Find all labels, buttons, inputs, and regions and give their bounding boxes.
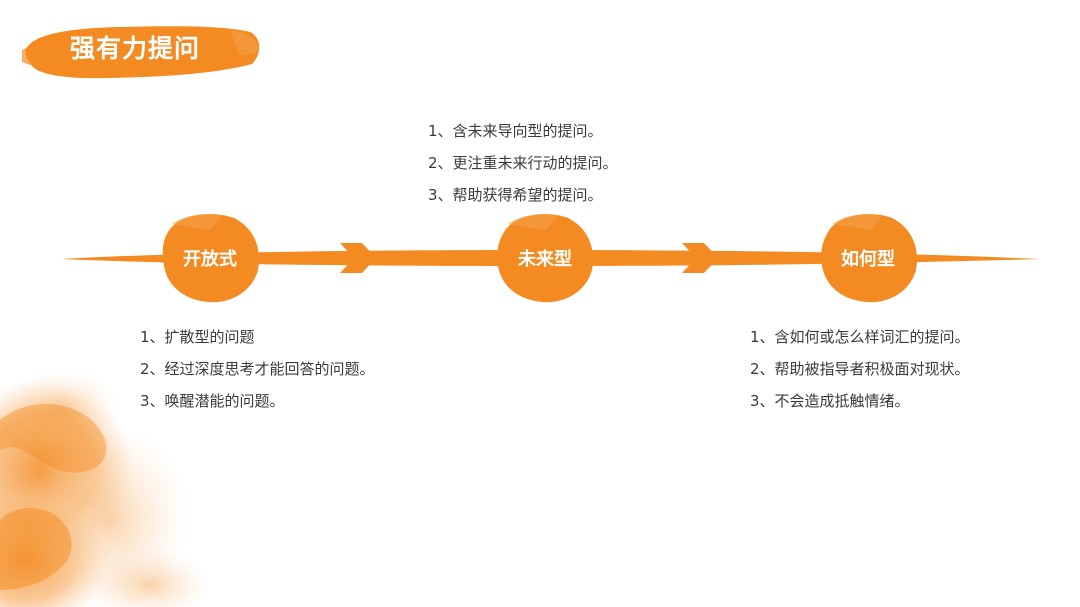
list-item: 2、更注重未来行动的提问。 <box>428 147 618 179</box>
list-item: 2、帮助被指导者积极面对现状。 <box>750 353 970 385</box>
list-item: 1、扩散型的问题 <box>140 321 375 353</box>
node-label-how: 如何型 <box>808 245 928 275</box>
node-label-future: 未来型 <box>485 245 605 275</box>
list-item: 2、经过深度思考才能回答的问题。 <box>140 353 375 385</box>
list-item: 3、唤醒潜能的问题。 <box>140 385 375 417</box>
list-item: 3、帮助获得希望的提问。 <box>428 179 618 211</box>
how-notes: 1、含如何或怎么样词汇的提问。 2、帮助被指导者积极面对现状。 3、不会造成抵触… <box>750 321 970 417</box>
list-item: 1、含未来导向型的提问。 <box>428 115 618 147</box>
list-item: 1、含如何或怎么样词汇的提问。 <box>750 321 970 353</box>
future-notes: 1、含未来导向型的提问。 2、更注重未来行动的提问。 3、帮助获得希望的提问。 <box>428 115 618 211</box>
list-item: 3、不会造成抵触情绪。 <box>750 385 970 417</box>
arrow-right-icon <box>340 243 376 273</box>
open-notes: 1、扩散型的问题 2、经过深度思考才能回答的问题。 3、唤醒潜能的问题。 <box>140 321 375 417</box>
page-title: 强有力提问 <box>70 30 240 68</box>
arrow-right-icon <box>682 243 718 273</box>
node-label-open: 开放式 <box>150 245 270 275</box>
